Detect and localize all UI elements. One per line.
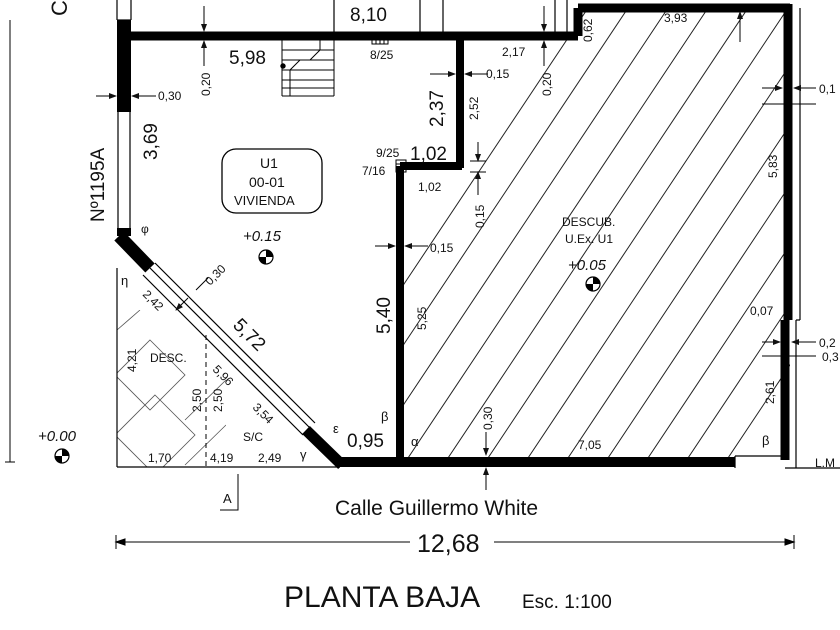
dim-217: 2,17 — [502, 45, 526, 59]
plan-scale: Esc. 1:100 — [522, 592, 612, 613]
dim-540: 5,40 — [374, 297, 395, 334]
dim-020-left: 0,20 — [199, 72, 213, 96]
angle-beta-left: β — [381, 409, 388, 424]
desc-label: DESC. — [150, 351, 187, 365]
dim-030-bottom: 0,30 — [481, 406, 495, 430]
dim-249: 2,49 — [258, 451, 282, 465]
dim-810: 8,10 — [350, 5, 387, 26]
unit-elevation: +0.15 — [243, 228, 282, 245]
dim-020-right: 0,20 — [540, 72, 554, 96]
angle-phi: φ — [141, 222, 149, 236]
property-line: L.M — [815, 456, 835, 470]
dim-252: 2,52 — [467, 96, 481, 120]
dim-369: 3,69 — [141, 123, 162, 160]
angle-epsilon: ε — [333, 421, 339, 436]
dim-015-mid: 0,15 — [473, 204, 487, 228]
stair-upper: 8/25 — [370, 48, 394, 62]
stair-lower-b: 7/16 — [362, 164, 386, 178]
top-left-char: C — [47, 0, 72, 16]
dim-030-diag: 0,30 — [202, 261, 229, 288]
stair — [280, 37, 407, 173]
dim-572: 5,72 — [228, 315, 269, 356]
dim-525: 5,25 — [415, 306, 429, 330]
descub-line1: DESCUB. — [562, 215, 615, 229]
dim-421: 4,21 — [125, 348, 139, 372]
dim-102-small: 1,02 — [418, 180, 442, 194]
dim-095: 0,95 — [347, 431, 384, 452]
desc-pattern — [117, 310, 226, 467]
dim-583: 5,83 — [766, 154, 780, 178]
unit-line3: VIVIENDA — [234, 193, 295, 208]
dim-right-3: 0,3 — [822, 350, 839, 364]
outside-elevation-symbol — [54, 448, 70, 464]
angle-beta-right: β — [762, 433, 769, 448]
section-mark: A — [223, 491, 232, 506]
unit-line2: 00-01 — [249, 174, 285, 190]
dim-062: 0,62 — [581, 18, 595, 42]
dim-250-b: 2,50 — [211, 388, 225, 412]
thin-lines — [116, 0, 840, 469]
dim-596: 5,96 — [210, 362, 237, 389]
dim-030-left: 0,30 — [158, 89, 182, 103]
descub-elevation-symbol — [585, 276, 601, 292]
descub-line2: U.Ex. U1 — [565, 232, 613, 246]
dim-right-1: 0,1 — [819, 82, 836, 96]
dim-015-top: 0,15 — [486, 67, 510, 81]
dim-015-wall: 0,15 — [430, 241, 454, 255]
stair-lower-a: 9/25 — [376, 146, 400, 160]
angle-alpha: α — [411, 434, 419, 449]
dim-393: 3,93 — [664, 11, 688, 25]
dim-705: 7,05 — [578, 438, 602, 452]
dim-419: 4,19 — [210, 451, 234, 465]
dim-250-a: 2,50 — [190, 388, 204, 412]
angle-gamma: γ — [300, 447, 307, 462]
outside-elevation: +0.00 — [38, 428, 77, 445]
dim-007: 0,07 — [750, 304, 774, 318]
dim-598: 5,98 — [229, 48, 266, 69]
unit-elevation-symbol — [258, 249, 274, 265]
dim-102-big: 1,02 — [410, 144, 447, 165]
dim-right-2: 0,2 — [819, 336, 836, 350]
angle-eta: η — [121, 273, 128, 288]
street-name: Calle Guillermo White — [335, 497, 538, 520]
total-width: 12,68 — [417, 530, 480, 558]
address-number: Nº1195A — [88, 147, 109, 222]
dim-170: 1,70 — [148, 451, 172, 465]
dimension-lines — [5, 6, 816, 549]
descub-hatch — [404, 8, 790, 460]
plan-title: PLANTA BAJA — [284, 581, 480, 614]
unit-line1: U1 — [260, 155, 278, 171]
dim-261: 2,61 — [763, 380, 777, 404]
dim-242: 2,42 — [140, 287, 167, 314]
dim-237: 2,37 — [427, 90, 448, 127]
walls — [114, 3, 793, 469]
sc-label: S/C — [243, 430, 263, 444]
descub-elevation: +0.05 — [568, 257, 607, 274]
unit-label-box — [221, 148, 323, 214]
elevation-markers — [54, 249, 601, 464]
